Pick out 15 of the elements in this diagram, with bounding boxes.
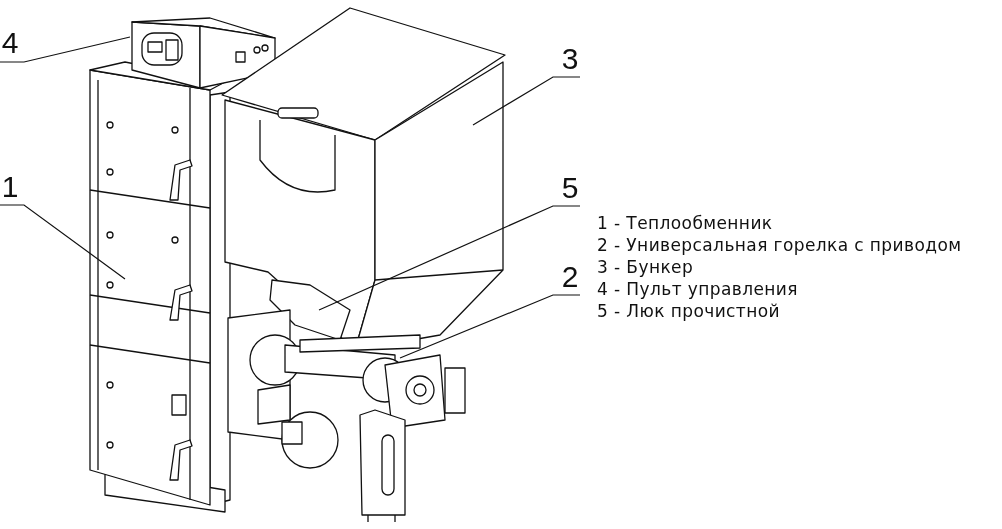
callout-number: 1 [0, 172, 20, 202]
callout-number: 4 [0, 28, 20, 58]
callout-number: 3 [560, 44, 580, 74]
leader-line [472, 76, 581, 126]
legend-item: 2 - Универсальная горелка с приводом [597, 234, 962, 256]
legend-item: 4 - Пульт управления [597, 278, 798, 300]
legend-item: 1 - Теплообменник [597, 212, 773, 234]
leader-line [318, 205, 581, 311]
legend-item: 3 - Бункер [597, 256, 694, 278]
leader-line [0, 204, 126, 280]
leader-line [399, 294, 581, 359]
legend-item: 5 - Люк прочистной [597, 300, 780, 322]
callout-number: 2 [560, 262, 580, 292]
leader-line [0, 36, 131, 63]
callout-number: 5 [560, 173, 580, 203]
